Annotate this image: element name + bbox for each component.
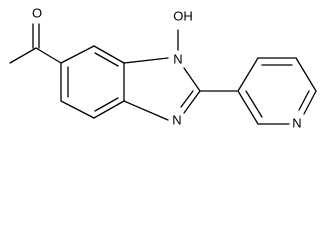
structure-canvas: O OH N N N [9, 5, 317, 130]
bond-c6-c7 [60, 45, 95, 64]
atom-label-hydroxyl: OH [173, 8, 193, 23]
bond-py-c6-n [303, 90, 317, 115]
acetyl-group [9, 23, 62, 64]
bond-py-c2-c3-inner [245, 90, 263, 118]
bond-c2-n3-inner [180, 90, 194, 108]
imidazole-ring [123, 29, 201, 121]
atom-label-pyridine-n: N [292, 115, 301, 130]
bond-c3a-c4 [93, 100, 125, 119]
bond-c2-n3 [183, 90, 201, 114]
bond-n1-c2 [183, 67, 201, 92]
benzene-ring [60, 45, 125, 119]
bond-c3a-c4-inner [94, 97, 119, 112]
pyridine-ring [237, 57, 317, 125]
bond-c7-c7a-inner [94, 52, 119, 67]
bond-py-c3-c4 [237, 57, 259, 92]
atom-label-imidazole-n1: N [173, 51, 182, 66]
bond-carbonyl-ring [35, 47, 62, 64]
bond-py-c5-c6 [295, 57, 317, 92]
atom-label-carbonyl-oxygen: O [32, 5, 42, 20]
bond-c7a-n1 [123, 57, 169, 64]
bond-n3-c3a [123, 100, 169, 121]
bond-c4-c5 [60, 100, 95, 119]
atom-label-imidazole-n3: N [172, 112, 181, 127]
bond-py-c2-c3 [237, 90, 259, 125]
bond-methyl-carbonyl [9, 47, 37, 64]
bond-py-c6-n-inner [298, 90, 310, 111]
bond-c7-c7a [93, 45, 125, 64]
molecule-diagram: O OH N N N [9, 5, 317, 130]
